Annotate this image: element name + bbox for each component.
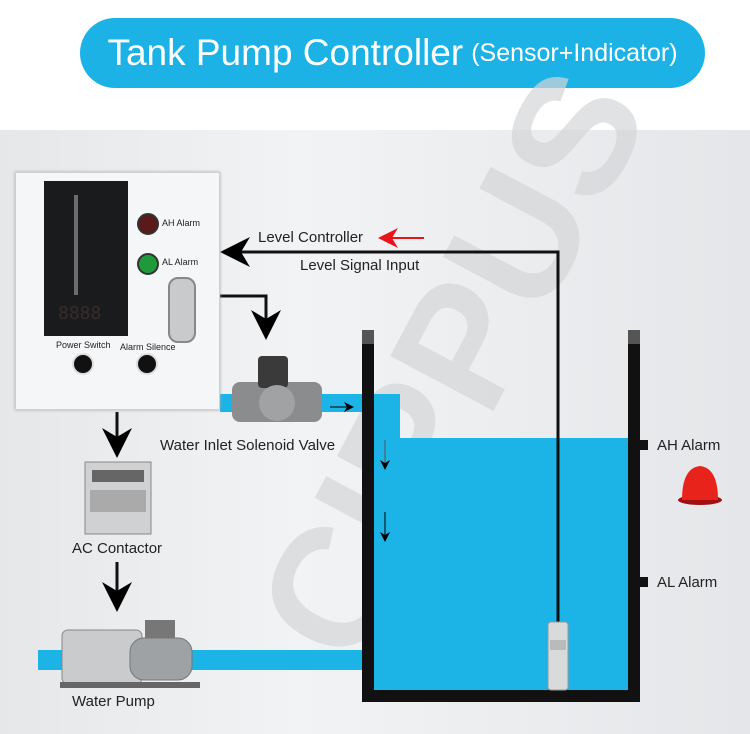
tank-wall-right — [628, 330, 640, 702]
ah-alarm-light — [137, 213, 159, 235]
tank-water — [374, 438, 628, 690]
ah-marker — [640, 440, 648, 450]
al-alarm-level-label: AL Alarm — [657, 574, 718, 591]
alarm-silence-label: Alarm Silence — [120, 342, 176, 352]
solenoid-valve — [232, 356, 322, 422]
digital-readout: 8888 — [58, 303, 102, 324]
solenoid-valve-label: Water Inlet Solenoid Valve — [160, 437, 336, 454]
ac-contactor — [84, 461, 152, 535]
al-alarm-label: AL Alarm — [162, 257, 199, 267]
water-pump — [60, 620, 200, 688]
power-switch-label: Power Switch — [56, 340, 111, 350]
title-sub: (Sensor+Indicator) — [471, 38, 678, 67]
water-pump-label: Water Pump — [72, 693, 155, 710]
alarm-beacon-icon — [678, 466, 722, 505]
level-sensor — [547, 621, 569, 691]
level-controller-label: Level Controller — [258, 229, 364, 246]
tank-bottom — [362, 690, 640, 702]
al-alarm-light — [137, 253, 159, 275]
signal-line — [220, 237, 560, 625]
bar-graph — [74, 195, 78, 295]
title-banner: Tank Pump Controller (Sensor+Indicator) — [80, 18, 705, 88]
ac-contactor-label: AC Contactor — [72, 540, 163, 557]
controller-panel: 8888 AH Alarm AL Alarm Power Switch Alar… — [15, 172, 220, 410]
title-main: Tank Pump Controller — [107, 32, 464, 73]
door-handle[interactable] — [168, 277, 196, 343]
ah-alarm-level-label: AH Alarm — [657, 437, 721, 454]
alarm-silence-knob[interactable] — [136, 353, 158, 375]
level-signal-input-label: Level Signal Input — [300, 257, 420, 274]
tank-wall-left — [362, 330, 374, 702]
valve-control-line — [220, 294, 281, 340]
al-marker — [640, 577, 648, 587]
display-screen: 8888 — [44, 181, 128, 336]
power-switch-knob[interactable] — [72, 353, 94, 375]
ah-alarm-label: AH Alarm — [162, 218, 201, 228]
